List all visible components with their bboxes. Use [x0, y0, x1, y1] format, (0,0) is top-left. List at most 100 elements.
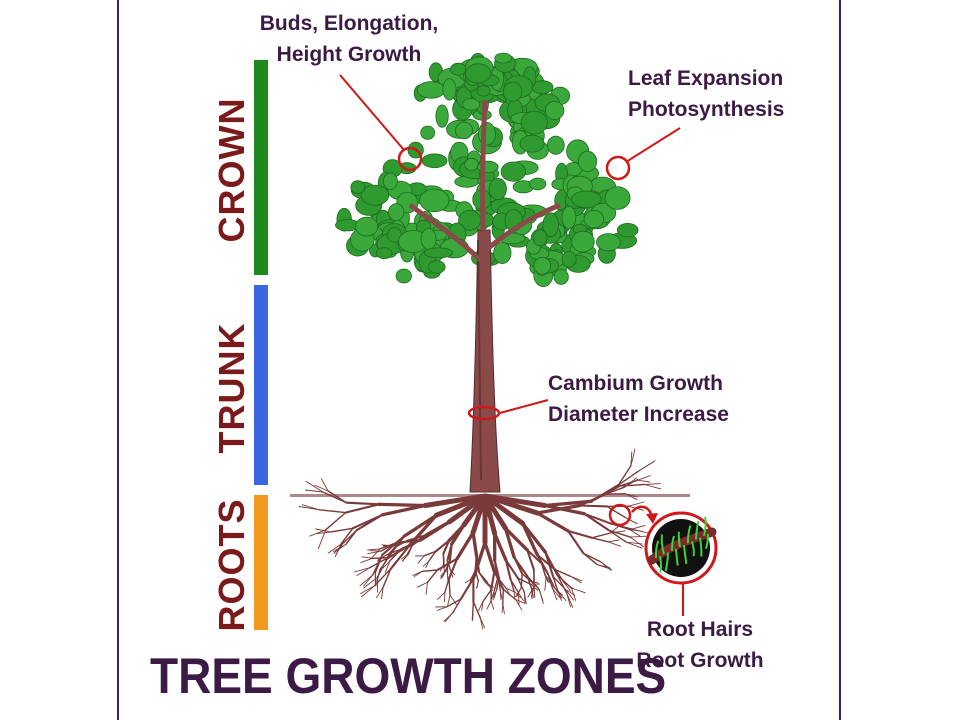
leaf-cluster	[350, 180, 366, 195]
root-hairs-callout-line-1: Root Hairs	[646, 618, 754, 641]
root-branch	[471, 601, 475, 621]
cambium-marker-ring	[467, 405, 501, 421]
root-branch	[536, 553, 549, 575]
root-branch	[402, 554, 408, 562]
root-branch	[464, 578, 472, 584]
root-branch	[544, 577, 547, 591]
root-branch	[628, 501, 645, 507]
buds-marker-circle	[397, 146, 423, 172]
root-branch	[448, 557, 459, 580]
root-branch	[394, 539, 422, 544]
leaf-cluster	[542, 212, 559, 238]
root-branch	[567, 529, 585, 555]
leaf-cluster	[462, 98, 481, 111]
frame-left-border	[117, 0, 119, 720]
root-branch	[515, 599, 526, 604]
root-branch	[596, 564, 611, 569]
root-branch	[448, 577, 451, 596]
root-tip	[647, 527, 717, 565]
leaf-cluster	[583, 209, 605, 229]
leaf-cluster	[442, 78, 457, 101]
leaf-cluster	[420, 228, 437, 250]
roots-zone-bar	[254, 495, 268, 630]
leaf-cluster	[533, 256, 552, 275]
root-branch	[608, 529, 627, 543]
root-branch	[327, 543, 342, 554]
root-branch	[552, 576, 559, 593]
leaf-cluster	[500, 161, 527, 182]
root-branch	[547, 572, 556, 589]
root-branch	[351, 513, 384, 530]
root-branch	[476, 580, 479, 589]
leaf-cluster	[529, 177, 547, 191]
root-branch	[515, 599, 523, 611]
root-branch	[497, 577, 507, 589]
cambium-leader-line	[499, 399, 549, 414]
root-branch	[638, 460, 656, 472]
root-branch	[582, 552, 602, 563]
leaf-cluster	[604, 186, 631, 210]
root-branch	[384, 560, 391, 574]
root-branch	[379, 557, 390, 571]
root-branch	[436, 557, 459, 572]
root-branch	[361, 556, 373, 559]
root-hairs-callout-line-2: Root Growth	[636, 649, 764, 672]
root-branch	[563, 581, 574, 590]
root-branch	[406, 534, 428, 542]
root-branch	[520, 573, 523, 589]
root-branch	[382, 568, 392, 588]
root-branch	[591, 537, 609, 543]
root-branch	[367, 548, 381, 551]
root-branch	[643, 484, 662, 490]
root-branch	[455, 530, 475, 561]
root-branch	[555, 569, 565, 584]
root-branch	[482, 589, 492, 603]
buds-callout-line-2: Height Growth	[276, 43, 422, 66]
root-branch	[566, 592, 574, 608]
leaf-cluster	[416, 81, 446, 99]
root-branch	[428, 550, 437, 562]
root-branch	[417, 581, 429, 588]
root-branch	[380, 503, 427, 517]
leaf-marker-circle	[605, 155, 631, 181]
root-branch	[492, 531, 508, 562]
root-branch	[483, 541, 496, 574]
root-branch	[583, 512, 613, 525]
root-branch	[444, 612, 454, 623]
root-branch	[363, 576, 378, 589]
root-branch	[629, 529, 643, 532]
root-branch	[440, 570, 447, 580]
leaf-cluster	[519, 134, 545, 153]
leaf-cluster	[502, 81, 523, 102]
root-branch	[530, 580, 537, 587]
leaf-cluster	[596, 233, 621, 252]
buds-callout-line-1: Buds, Elongation,	[259, 12, 439, 35]
root-branch	[625, 541, 643, 549]
root-branch	[618, 483, 646, 487]
leaf-cluster	[577, 150, 598, 172]
root-branch	[379, 542, 397, 550]
leaf-cluster	[465, 63, 492, 84]
root-branch	[342, 529, 358, 544]
root-branch	[376, 569, 381, 582]
root-branch	[318, 509, 347, 514]
leaf-cluster	[520, 110, 548, 135]
leaf-cluster	[616, 223, 639, 238]
leaf-cluster	[427, 260, 446, 274]
root-branch	[637, 479, 651, 483]
root-branch	[543, 499, 594, 508]
root-branch	[535, 511, 570, 533]
root-branch	[356, 567, 371, 576]
root-branch	[517, 592, 524, 602]
root-branch	[413, 570, 423, 577]
root-branch	[629, 535, 647, 538]
leaf-cluster	[419, 188, 450, 213]
root-branch	[629, 529, 641, 537]
root-branch	[373, 568, 392, 587]
root-branch	[504, 559, 512, 581]
root-branch	[582, 552, 598, 566]
root-branch	[389, 548, 402, 562]
leaf-cluster	[360, 184, 390, 206]
root-branch	[361, 585, 375, 598]
root-branch	[363, 574, 374, 587]
